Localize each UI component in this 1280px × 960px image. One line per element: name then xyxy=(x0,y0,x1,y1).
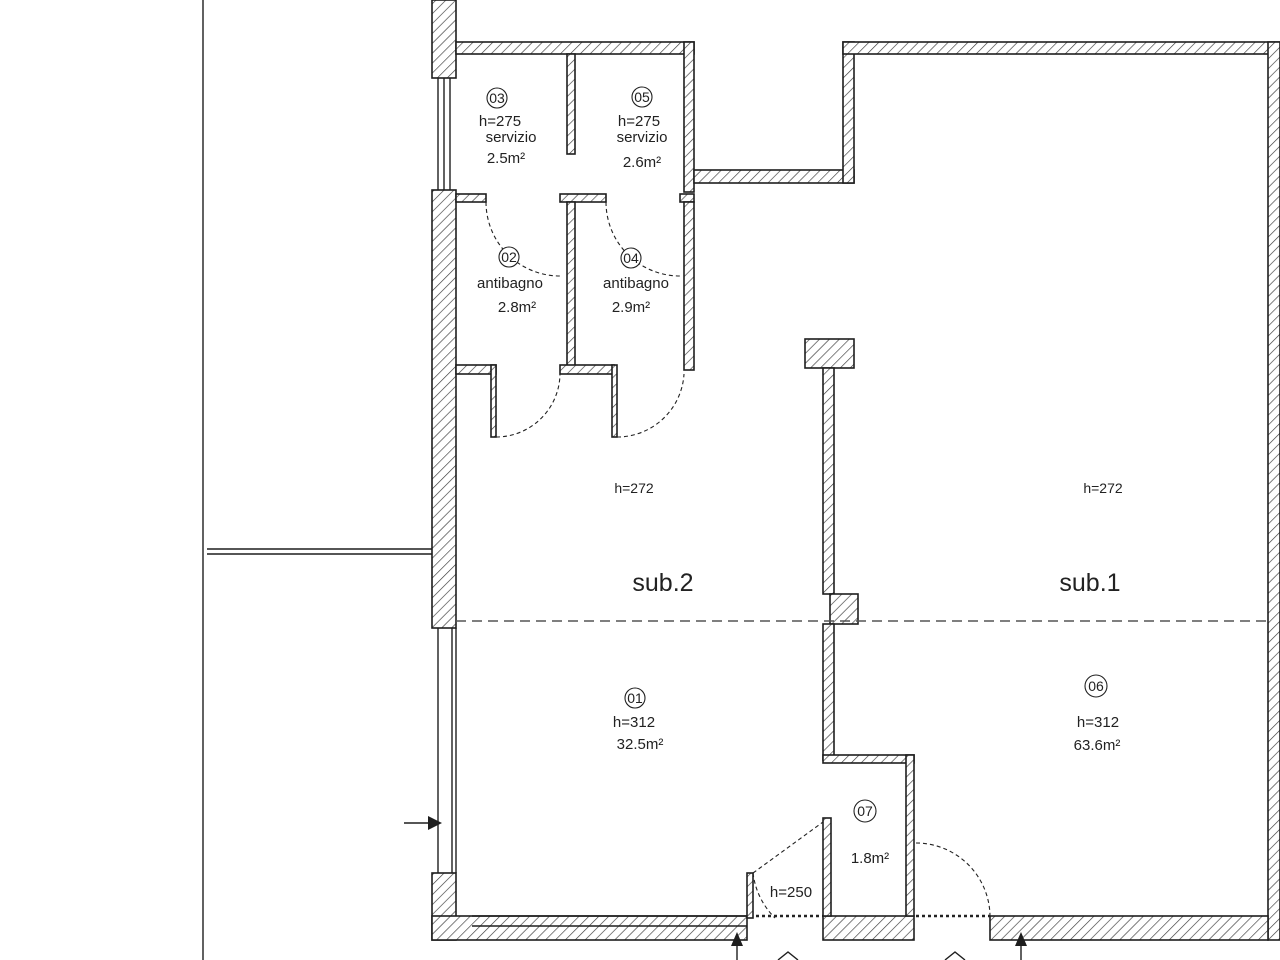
room-number-marker xyxy=(853,799,877,823)
room-height: h=275 xyxy=(618,113,660,130)
room-03: 03 h=275 servizio 2.5m² xyxy=(479,87,537,167)
room-number-marker xyxy=(620,247,642,269)
room-number: 03 xyxy=(489,90,505,106)
room-number: 06 xyxy=(1088,678,1104,694)
room-name: antibagno xyxy=(477,275,543,292)
room-number: 07 xyxy=(857,803,873,819)
room-name: antibagno xyxy=(603,275,669,292)
room-area: 2.8m² xyxy=(498,299,536,316)
room-number-marker xyxy=(631,86,653,108)
room-01: 01 h=312 32.5m² xyxy=(613,687,664,753)
room-05: 05 h=275 servizio 2.6m² xyxy=(617,86,668,171)
room-07: 07 1.8m² h=250 xyxy=(770,799,889,901)
room-number: 05 xyxy=(634,89,650,105)
height-label-sub1: h=272 xyxy=(1083,480,1123,496)
room-area: 2.6m² xyxy=(623,154,661,171)
room-height: h=312 xyxy=(1077,714,1119,731)
room-06: 06 h=312 63.6m² xyxy=(1074,674,1121,754)
openings xyxy=(437,78,990,927)
room-height: h=275 xyxy=(479,113,521,130)
room-number-marker xyxy=(486,87,508,109)
room-area: 1.8m² xyxy=(851,850,889,867)
unit-label-sub1: sub.1 xyxy=(1059,569,1120,597)
room-area: 2.5m² xyxy=(487,150,525,167)
unit-label-sub2: sub.2 xyxy=(632,569,693,597)
room-number-marker xyxy=(1084,674,1108,698)
room-04: 04 antibagno 2.9m² xyxy=(603,247,669,316)
room-name: servizio xyxy=(617,129,668,146)
room-area: 63.6m² xyxy=(1074,737,1121,754)
room-02: 02 antibagno 2.8m² xyxy=(477,246,543,316)
room-area: 2.9m² xyxy=(612,299,650,316)
room-area: 32.5m² xyxy=(617,736,664,753)
room-number: 01 xyxy=(627,690,643,706)
exterior-walls xyxy=(431,0,1280,941)
room-number: 02 xyxy=(501,249,517,265)
site-boundary xyxy=(202,0,432,960)
room-height: h=250 xyxy=(770,884,812,901)
room-name: servizio xyxy=(486,129,537,146)
entrance-arrows xyxy=(404,816,1027,960)
room-number-marker xyxy=(498,246,520,268)
room-number: 04 xyxy=(623,250,639,266)
room-height: h=312 xyxy=(613,714,655,731)
partition-walls xyxy=(455,53,915,919)
room-number-marker xyxy=(624,687,646,709)
height-label-sub2: h=272 xyxy=(614,480,654,496)
